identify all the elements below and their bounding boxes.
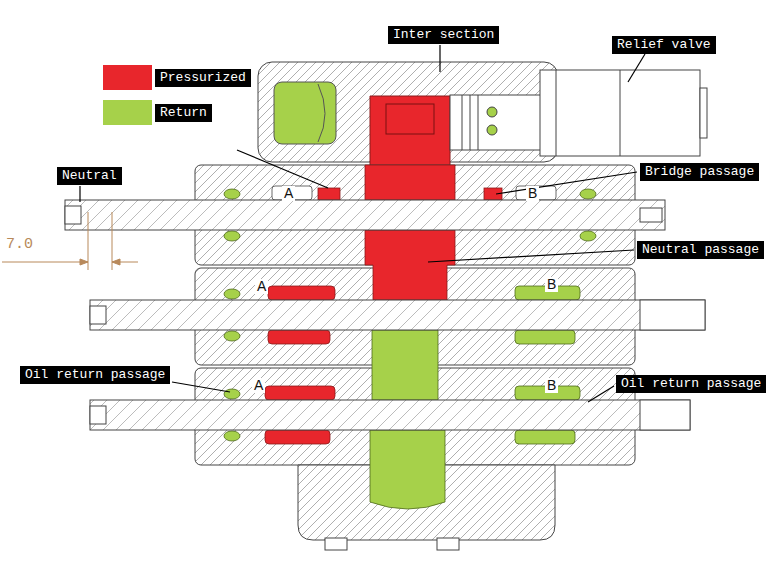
port-cavity <box>272 186 556 200</box>
relief-valve-body <box>470 95 471 150</box>
relief-valve-body <box>478 95 479 150</box>
callout-box: Relief valve <box>612 36 716 54</box>
leader-line <box>439 45 440 72</box>
port-cavity <box>272 186 312 200</box>
relief-valve-body <box>450 95 542 150</box>
spool <box>90 306 106 324</box>
callout-box: Oil return passage <box>20 366 170 384</box>
port-cavity <box>516 186 556 200</box>
pressurized-passage <box>268 330 330 344</box>
leader-line <box>496 172 637 194</box>
leader-line <box>588 386 614 402</box>
relief-valve-body <box>487 107 497 117</box>
legend-row: Pressurized <box>103 65 251 90</box>
callout-box: Neutral <box>57 167 122 185</box>
relief-valve-body <box>450 70 707 156</box>
spool <box>640 300 705 330</box>
legend-text: Return <box>155 104 212 122</box>
callout-text: Bridge passage <box>645 164 754 180</box>
leader-line <box>428 250 634 262</box>
dimension-value: 7.0 <box>4 236 35 253</box>
pressurized-passage <box>265 386 335 400</box>
port-label: A <box>255 279 268 294</box>
relief-valve-body <box>556 70 557 156</box>
spool <box>90 300 705 330</box>
return-passage <box>515 430 575 444</box>
leader-line <box>237 150 328 188</box>
leader-line <box>628 54 645 82</box>
callout-box: Inter section <box>388 26 499 44</box>
port-label: B <box>545 277 558 292</box>
callout-text: Inter section <box>393 27 494 43</box>
leader-line <box>80 45 645 402</box>
legend-swatch <box>103 65 152 90</box>
relief-valve-body <box>462 95 463 150</box>
spool <box>90 406 106 424</box>
return-passage <box>224 331 240 341</box>
callout-text: Neutral passage <box>642 242 759 258</box>
inter-section-body <box>318 84 325 142</box>
callout-box: Oil return passage <box>616 375 766 393</box>
relief-valve-body <box>700 88 707 138</box>
return-passage <box>370 430 445 509</box>
end-cap <box>437 538 459 550</box>
return-passage <box>224 231 240 241</box>
dimension-line <box>2 212 138 270</box>
pressurized-passage <box>365 165 455 200</box>
port-label: B <box>545 378 558 393</box>
spool <box>65 200 665 230</box>
dimension-line <box>112 212 113 270</box>
dimension-line <box>112 259 120 265</box>
leader-line <box>172 382 230 392</box>
spool <box>90 400 690 430</box>
return-passage <box>580 231 596 241</box>
callout-box: Neutral passage <box>637 241 764 259</box>
port-label: B <box>526 186 539 201</box>
dimension-line <box>80 259 88 265</box>
legend-row: Return <box>103 100 212 125</box>
relief-valve-body <box>487 125 497 135</box>
legend-swatch <box>103 100 152 125</box>
spool <box>640 208 662 222</box>
return-passage <box>224 189 240 199</box>
spool <box>65 200 705 430</box>
return-passage <box>224 389 240 399</box>
leader-line <box>79 186 80 202</box>
dimension-line <box>88 212 89 270</box>
port-label: A <box>252 378 265 393</box>
dimension-line <box>2 262 88 263</box>
pressurized-passage <box>365 230 455 300</box>
callout-text: Neutral <box>62 168 117 184</box>
relief-valve-body <box>620 70 621 156</box>
return-passage <box>224 189 596 509</box>
return-passage <box>224 431 240 441</box>
callout-text: Oil return passage <box>25 367 165 383</box>
pressurized-passage <box>318 188 340 200</box>
spool <box>65 206 81 224</box>
relief-valve-body <box>540 70 700 156</box>
pressurized-passage <box>265 430 330 444</box>
inter-section-body <box>386 104 434 134</box>
spool <box>640 400 690 430</box>
return-passage <box>372 330 438 400</box>
callout-text: Relief valve <box>617 37 711 53</box>
return-passage <box>515 330 575 344</box>
inter-section-body <box>274 82 336 144</box>
end-cap <box>325 538 347 550</box>
callout-box: Bridge passage <box>640 163 759 181</box>
callout-text: Oil return passage <box>621 376 761 392</box>
return-passage <box>224 289 240 299</box>
return-passage <box>580 189 596 199</box>
port-label: A <box>282 186 295 201</box>
pressurized-passage <box>268 286 335 300</box>
legend-text: Pressurized <box>155 69 251 87</box>
